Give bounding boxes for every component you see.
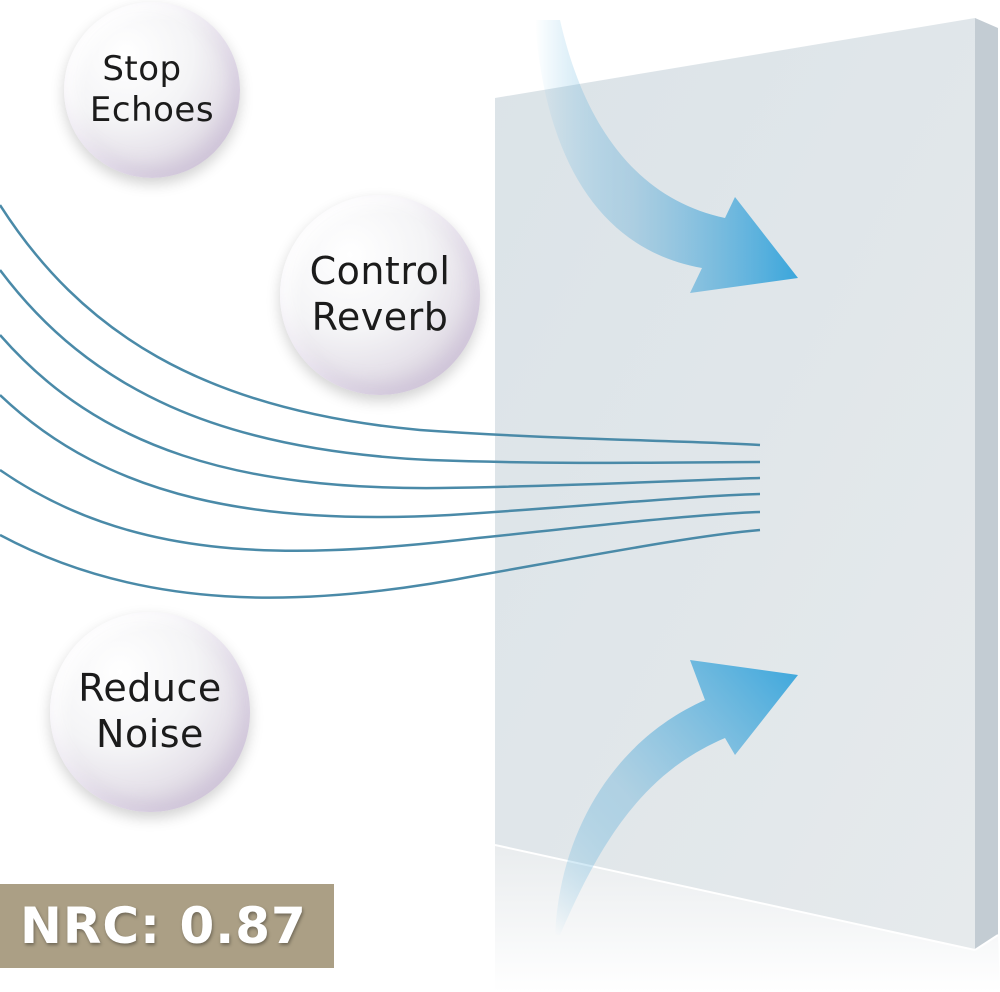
sound-wave-line — [0, 334, 761, 490]
bubble-text: Reduce — [78, 666, 222, 711]
bubble-text: Stop — [102, 49, 182, 90]
sound-wave-lines — [0, 204, 761, 599]
curved-arrow-up-icon — [555, 660, 798, 935]
bubble-reduce-noise: Reduce Noise — [50, 612, 250, 812]
curved-arrow-down-icon — [535, 20, 798, 293]
sound-wave-line — [0, 394, 761, 519]
sound-wave-line — [0, 204, 761, 447]
bubble-stop-echoes: Stop Echoes — [64, 2, 240, 178]
sound-wave-line — [0, 269, 761, 465]
panel-side — [975, 18, 998, 950]
sound-wave-line — [0, 468, 761, 552]
panel-reflection — [495, 845, 1000, 992]
sound-wave-line — [0, 528, 761, 599]
bubble-text: Control — [309, 249, 451, 294]
panel-face — [495, 18, 975, 950]
nrc-badge: NRC: 0.87 — [0, 884, 334, 968]
bubble-text: Echoes — [89, 90, 215, 130]
bubble-text: Reverb — [311, 295, 449, 339]
bubble-text: Noise — [96, 712, 204, 756]
bubble-control-reverb: Control Reverb — [280, 195, 480, 395]
